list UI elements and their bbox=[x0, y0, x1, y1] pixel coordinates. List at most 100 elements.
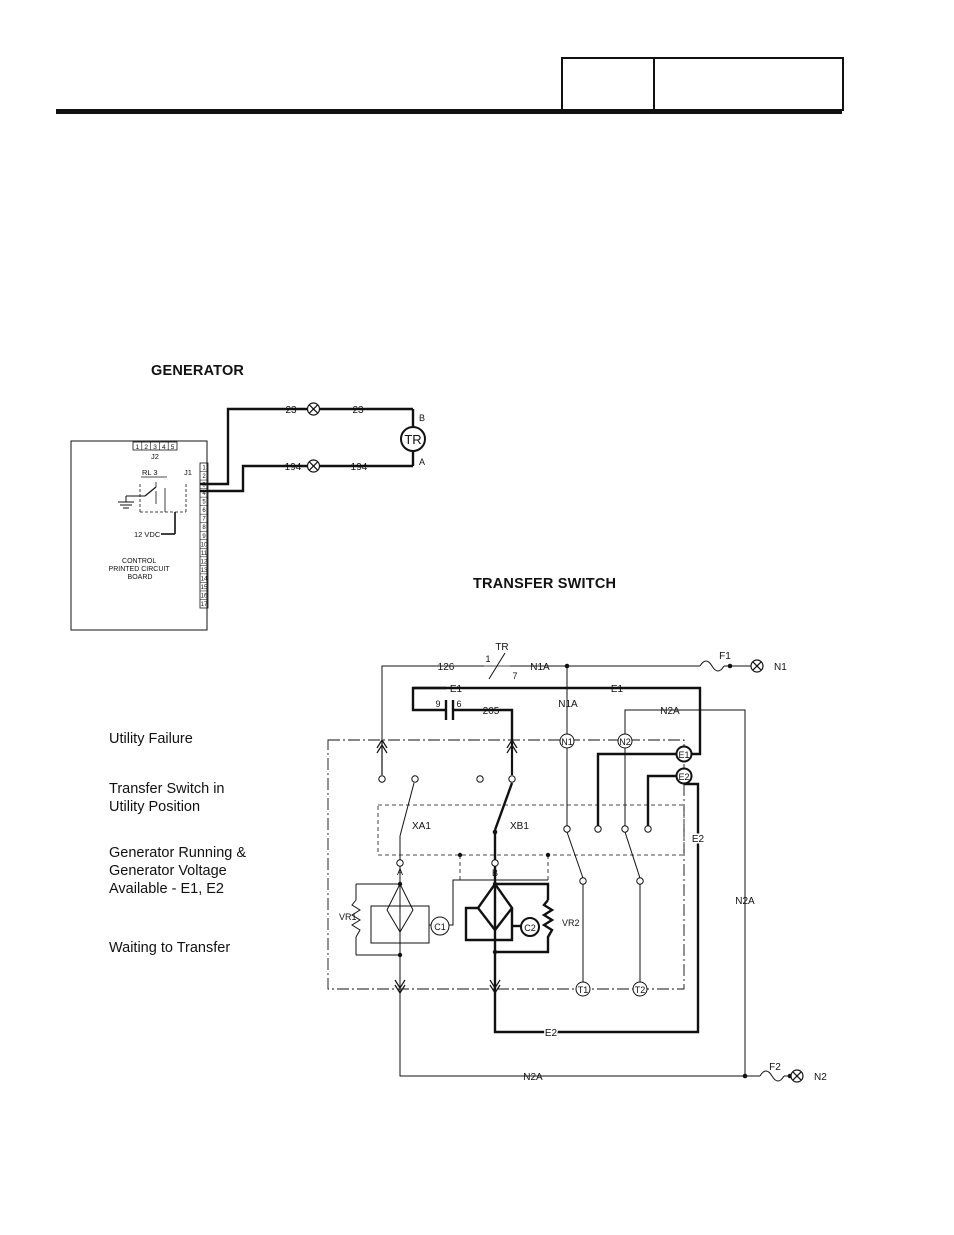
n2-label: N2 bbox=[814, 1072, 827, 1083]
xa1-label: XA1 bbox=[412, 821, 431, 832]
j1-label: J1 bbox=[184, 468, 192, 477]
j2-pin-2: 2 bbox=[144, 444, 148, 451]
wire-e1 bbox=[411, 686, 702, 756]
wire-205-label: 205 bbox=[483, 706, 500, 717]
n1a-label-drop: N1A bbox=[558, 699, 578, 710]
j1-pin-6: 6 bbox=[202, 508, 206, 514]
wire-126-label: 126 bbox=[438, 662, 455, 673]
wire-194-label-right: 194 bbox=[351, 462, 368, 473]
n2a-label-bottom: N2A bbox=[523, 1072, 543, 1083]
switch-enclosure bbox=[327, 739, 685, 990]
bridge-a: A bbox=[351, 866, 548, 970]
generator-title: GENERATOR bbox=[151, 363, 245, 379]
j1-pin-10: 10 bbox=[201, 542, 208, 548]
gen-wire-lamps bbox=[306, 402, 321, 473]
j1-pin-5: 5 bbox=[202, 500, 206, 506]
interlock-links bbox=[459, 855, 549, 880]
svg-text:N2: N2 bbox=[619, 737, 631, 747]
n1-terminal: N1 bbox=[559, 733, 575, 749]
e2-terminal: E2 bbox=[675, 767, 693, 785]
wire-194 bbox=[200, 451, 415, 493]
contact-points bbox=[378, 775, 652, 885]
e2-label-bottom: E2 bbox=[545, 1028, 558, 1039]
bridge-b: B bbox=[464, 866, 555, 995]
wire-23-label-right: 23 bbox=[352, 405, 364, 416]
t2-terminal: T2 bbox=[632, 981, 648, 997]
step-utility-position: Transfer Switch in Utility Position bbox=[109, 781, 225, 815]
n1-label: N1 bbox=[774, 662, 787, 673]
tr-label: TR bbox=[404, 432, 421, 447]
tr-pin-7: 7 bbox=[512, 671, 517, 681]
tr-relay-coil: TR B A bbox=[400, 413, 426, 467]
t1-terminal: T1 bbox=[575, 981, 591, 997]
relay-rl3: RL 3 bbox=[118, 468, 187, 513]
j1-pin-11: 11 bbox=[201, 551, 208, 557]
utility-terminals bbox=[566, 748, 641, 983]
j2-pin-strip: 1 2 3 4 5 J2 bbox=[132, 441, 178, 461]
header-cell-2 bbox=[653, 57, 844, 111]
c1-coil: C1 bbox=[430, 916, 450, 936]
xb1-label: XB1 bbox=[510, 821, 529, 832]
tr-pin-1: 1 bbox=[485, 654, 490, 664]
j2-pin-5: 5 bbox=[171, 444, 175, 451]
board-name: CONTROL PRINTED CIRCUIT BOARD bbox=[109, 558, 172, 581]
switch-xb1 bbox=[493, 782, 514, 860]
j1-pin-2: 2 bbox=[202, 474, 206, 480]
step-generator-running: Generator Running & Generator Voltage Av… bbox=[109, 845, 247, 897]
wire-23-label-left: 23 bbox=[285, 405, 297, 416]
e2-label-right: E2 bbox=[692, 834, 705, 845]
j2-pin-4: 4 bbox=[162, 444, 166, 451]
tr-terminal-a: A bbox=[419, 457, 425, 467]
j1-pin-17: 17 bbox=[201, 602, 208, 608]
j1-pin-8: 8 bbox=[202, 525, 206, 531]
e1-label-right: E1 bbox=[611, 684, 624, 695]
j1-pin-12: 12 bbox=[201, 559, 208, 565]
supply-label: 12 VDC bbox=[134, 530, 161, 539]
relay-label: RL 3 bbox=[142, 468, 158, 477]
n2-terminal: N2 bbox=[617, 733, 633, 749]
actuator-box bbox=[377, 804, 685, 856]
wire-126 bbox=[381, 652, 751, 740]
svg-text:E2: E2 bbox=[678, 772, 689, 782]
n1a-label-top: N1A bbox=[530, 662, 550, 673]
j1-pin-14: 14 bbox=[201, 576, 208, 582]
pin-9-label: 9 bbox=[435, 699, 440, 709]
j1-pin-3: 3 bbox=[202, 483, 206, 489]
header-rule bbox=[56, 109, 842, 114]
wire-194-label-left: 194 bbox=[285, 462, 302, 473]
svg-text:E1: E1 bbox=[678, 750, 689, 760]
j1-pin-4: 4 bbox=[202, 491, 206, 497]
vr2-label: VR2 bbox=[562, 918, 580, 928]
svg-text:T2: T2 bbox=[635, 985, 646, 995]
f2-label: F2 bbox=[769, 1062, 781, 1073]
wire-23 bbox=[200, 407, 415, 486]
j1-pin-13: 13 bbox=[201, 568, 208, 574]
j2-pin-3: 3 bbox=[153, 444, 157, 451]
pin-6-label: 6 bbox=[456, 699, 461, 709]
step-waiting: Waiting to Transfer bbox=[109, 940, 231, 956]
header-cell-1 bbox=[561, 57, 657, 111]
svg-text:C1: C1 bbox=[434, 922, 446, 932]
tr-terminal-b: B bbox=[419, 413, 425, 423]
j1-pin-9: 9 bbox=[202, 534, 206, 540]
tr-contact-label: TR bbox=[495, 642, 508, 653]
svg-text:T1: T1 bbox=[578, 985, 589, 995]
transfer-switch-title: TRANSFER SWITCH bbox=[473, 576, 617, 592]
n2a-label-right: N2A bbox=[735, 896, 755, 907]
generator-contacts bbox=[493, 752, 700, 1034]
svg-text:N1: N1 bbox=[561, 737, 573, 747]
e1-label-left: E1 bbox=[450, 684, 463, 695]
j1-pin-7: 7 bbox=[202, 517, 206, 523]
wire-n2a bbox=[399, 709, 791, 1082]
j2-label: J2 bbox=[151, 452, 159, 461]
n2a-label-top: N2A bbox=[660, 706, 680, 717]
step-utility-failure: Utility Failure bbox=[109, 731, 193, 747]
f1-label: F1 bbox=[719, 651, 731, 662]
vr1-label: VR1 bbox=[339, 912, 357, 922]
c2-coil: C2 bbox=[520, 917, 540, 937]
j1-pin-15: 15 bbox=[201, 585, 208, 591]
j1-pin-16: 16 bbox=[201, 593, 208, 599]
